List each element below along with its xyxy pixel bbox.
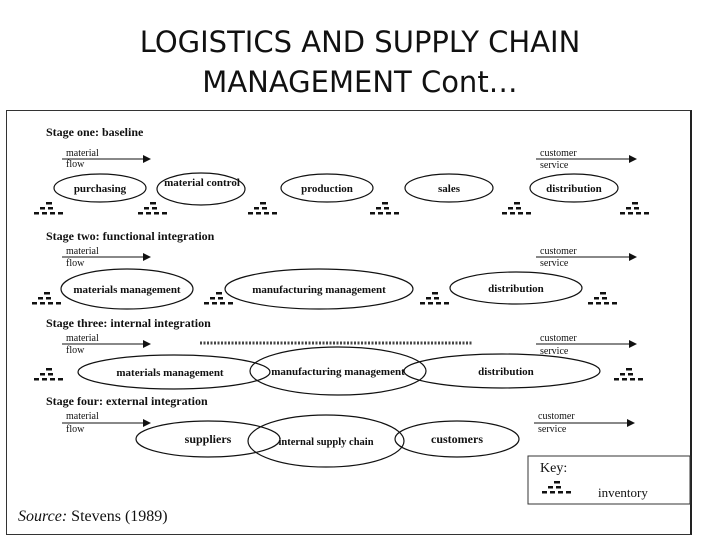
stage-4-service-label: service bbox=[538, 424, 567, 435]
stage-4-flow-label: flow bbox=[66, 424, 85, 435]
stage-2-node-distribution bbox=[449, 271, 583, 305]
stage-2-distribution-label: distribution bbox=[488, 283, 544, 295]
inventory-icon bbox=[34, 368, 63, 381]
stage-2-heading: Stage two: functional integration bbox=[46, 229, 215, 243]
stage-1-node-material-control bbox=[156, 172, 246, 206]
stage-2-materials-management-label: materials management bbox=[73, 284, 181, 296]
stage-3-customer-label: customer bbox=[540, 333, 577, 344]
inventory-icon bbox=[34, 202, 63, 215]
key-box bbox=[527, 455, 691, 505]
stage-4-customer-label: customer bbox=[538, 411, 575, 422]
stage-1-distribution-label: distribution bbox=[546, 183, 602, 195]
stage-3-manufacturing-management-label: manufacturing management bbox=[271, 366, 405, 378]
stage-1-node-production bbox=[280, 173, 374, 203]
stage-1-service-label: service bbox=[540, 160, 569, 171]
stage-1-node-purchasing bbox=[53, 173, 147, 203]
inventory-icon bbox=[502, 202, 531, 215]
inventory-icon bbox=[138, 202, 167, 215]
stage-4-customers-label: customers bbox=[431, 432, 483, 446]
inventory-icon bbox=[588, 292, 617, 305]
inventory-icon bbox=[248, 202, 277, 215]
stage-2-customer-label: customer bbox=[540, 246, 577, 257]
key-inventory-label: inventory bbox=[598, 485, 648, 500]
stage-1-purchasing-label: purchasing bbox=[74, 183, 127, 195]
slide-title: LOGISTICS AND SUPPLY CHAIN MANAGEMENT Co… bbox=[0, 22, 720, 102]
stage-2-node-materials-management bbox=[60, 268, 194, 310]
stage-1-material-control-label: material control bbox=[164, 177, 240, 189]
stage-4-heading: Stage four: external integration bbox=[46, 394, 208, 408]
stage-4-internal-supply-chain-label: internal supply chain bbox=[278, 437, 373, 448]
title-line-1: LOGISTICS AND SUPPLY CHAIN bbox=[139, 25, 581, 59]
stage-2-node-manufacturing-management bbox=[224, 268, 414, 310]
inventory-icon bbox=[620, 202, 649, 215]
stage-2-material-label: material bbox=[66, 246, 99, 257]
source-citation: Source: Stevens (1989) bbox=[18, 508, 168, 526]
key-title: Key: bbox=[540, 461, 567, 476]
stage-1-material-control-text: material control bbox=[164, 177, 240, 189]
stage-2-flow-label: flow bbox=[66, 258, 85, 269]
stage-1-node-sales bbox=[404, 173, 494, 203]
stage-1-material-label: material bbox=[66, 148, 99, 159]
stage-3-service-label: service bbox=[540, 346, 569, 357]
stage-1-heading: Stage one: baseline bbox=[46, 125, 144, 139]
stage-3-heading: Stage three: internal integration bbox=[46, 316, 211, 330]
stage-3-node-materials-management bbox=[77, 354, 271, 390]
inventory-icon bbox=[204, 292, 233, 305]
stage-1-node-distribution bbox=[529, 173, 619, 203]
inventory-icon bbox=[370, 202, 399, 215]
source-prefix: Source: bbox=[18, 508, 68, 525]
stage-4-node-suppliers bbox=[135, 420, 281, 458]
stage-3-material-label: material bbox=[66, 333, 99, 344]
stage-4-node-customers bbox=[394, 420, 520, 458]
title-line-2: MANAGEMENT Cont… bbox=[202, 65, 518, 99]
stage-1-customer-label: customer bbox=[540, 148, 577, 159]
stage-3-flow-label: flow bbox=[66, 345, 85, 356]
stage-4-node-internal-supply-chain bbox=[247, 414, 405, 468]
stage-3-distribution-label: distribution bbox=[478, 366, 534, 378]
stage-4-material-label: material bbox=[66, 411, 99, 422]
diagram-frame bbox=[6, 110, 692, 535]
stage-1-sales-label: sales bbox=[438, 183, 461, 195]
stage-3-node-manufacturing-management bbox=[249, 346, 427, 396]
stage-1-production-label: production bbox=[301, 183, 353, 195]
stage-2-service-label: service bbox=[540, 258, 569, 269]
inventory-icon bbox=[32, 292, 61, 305]
inventory-icon bbox=[614, 368, 643, 381]
stage-4-suppliers-label: suppliers bbox=[185, 432, 232, 446]
stage-2-manufacturing-management-label: manufacturing management bbox=[252, 284, 386, 296]
stage-3-node-distribution bbox=[403, 353, 601, 389]
stage-1-flow-label: flow bbox=[66, 159, 85, 170]
stage-3-materials-management-label: materials management bbox=[116, 367, 224, 379]
source-text: Stevens (1989) bbox=[71, 508, 168, 525]
inventory-icon bbox=[420, 292, 449, 305]
